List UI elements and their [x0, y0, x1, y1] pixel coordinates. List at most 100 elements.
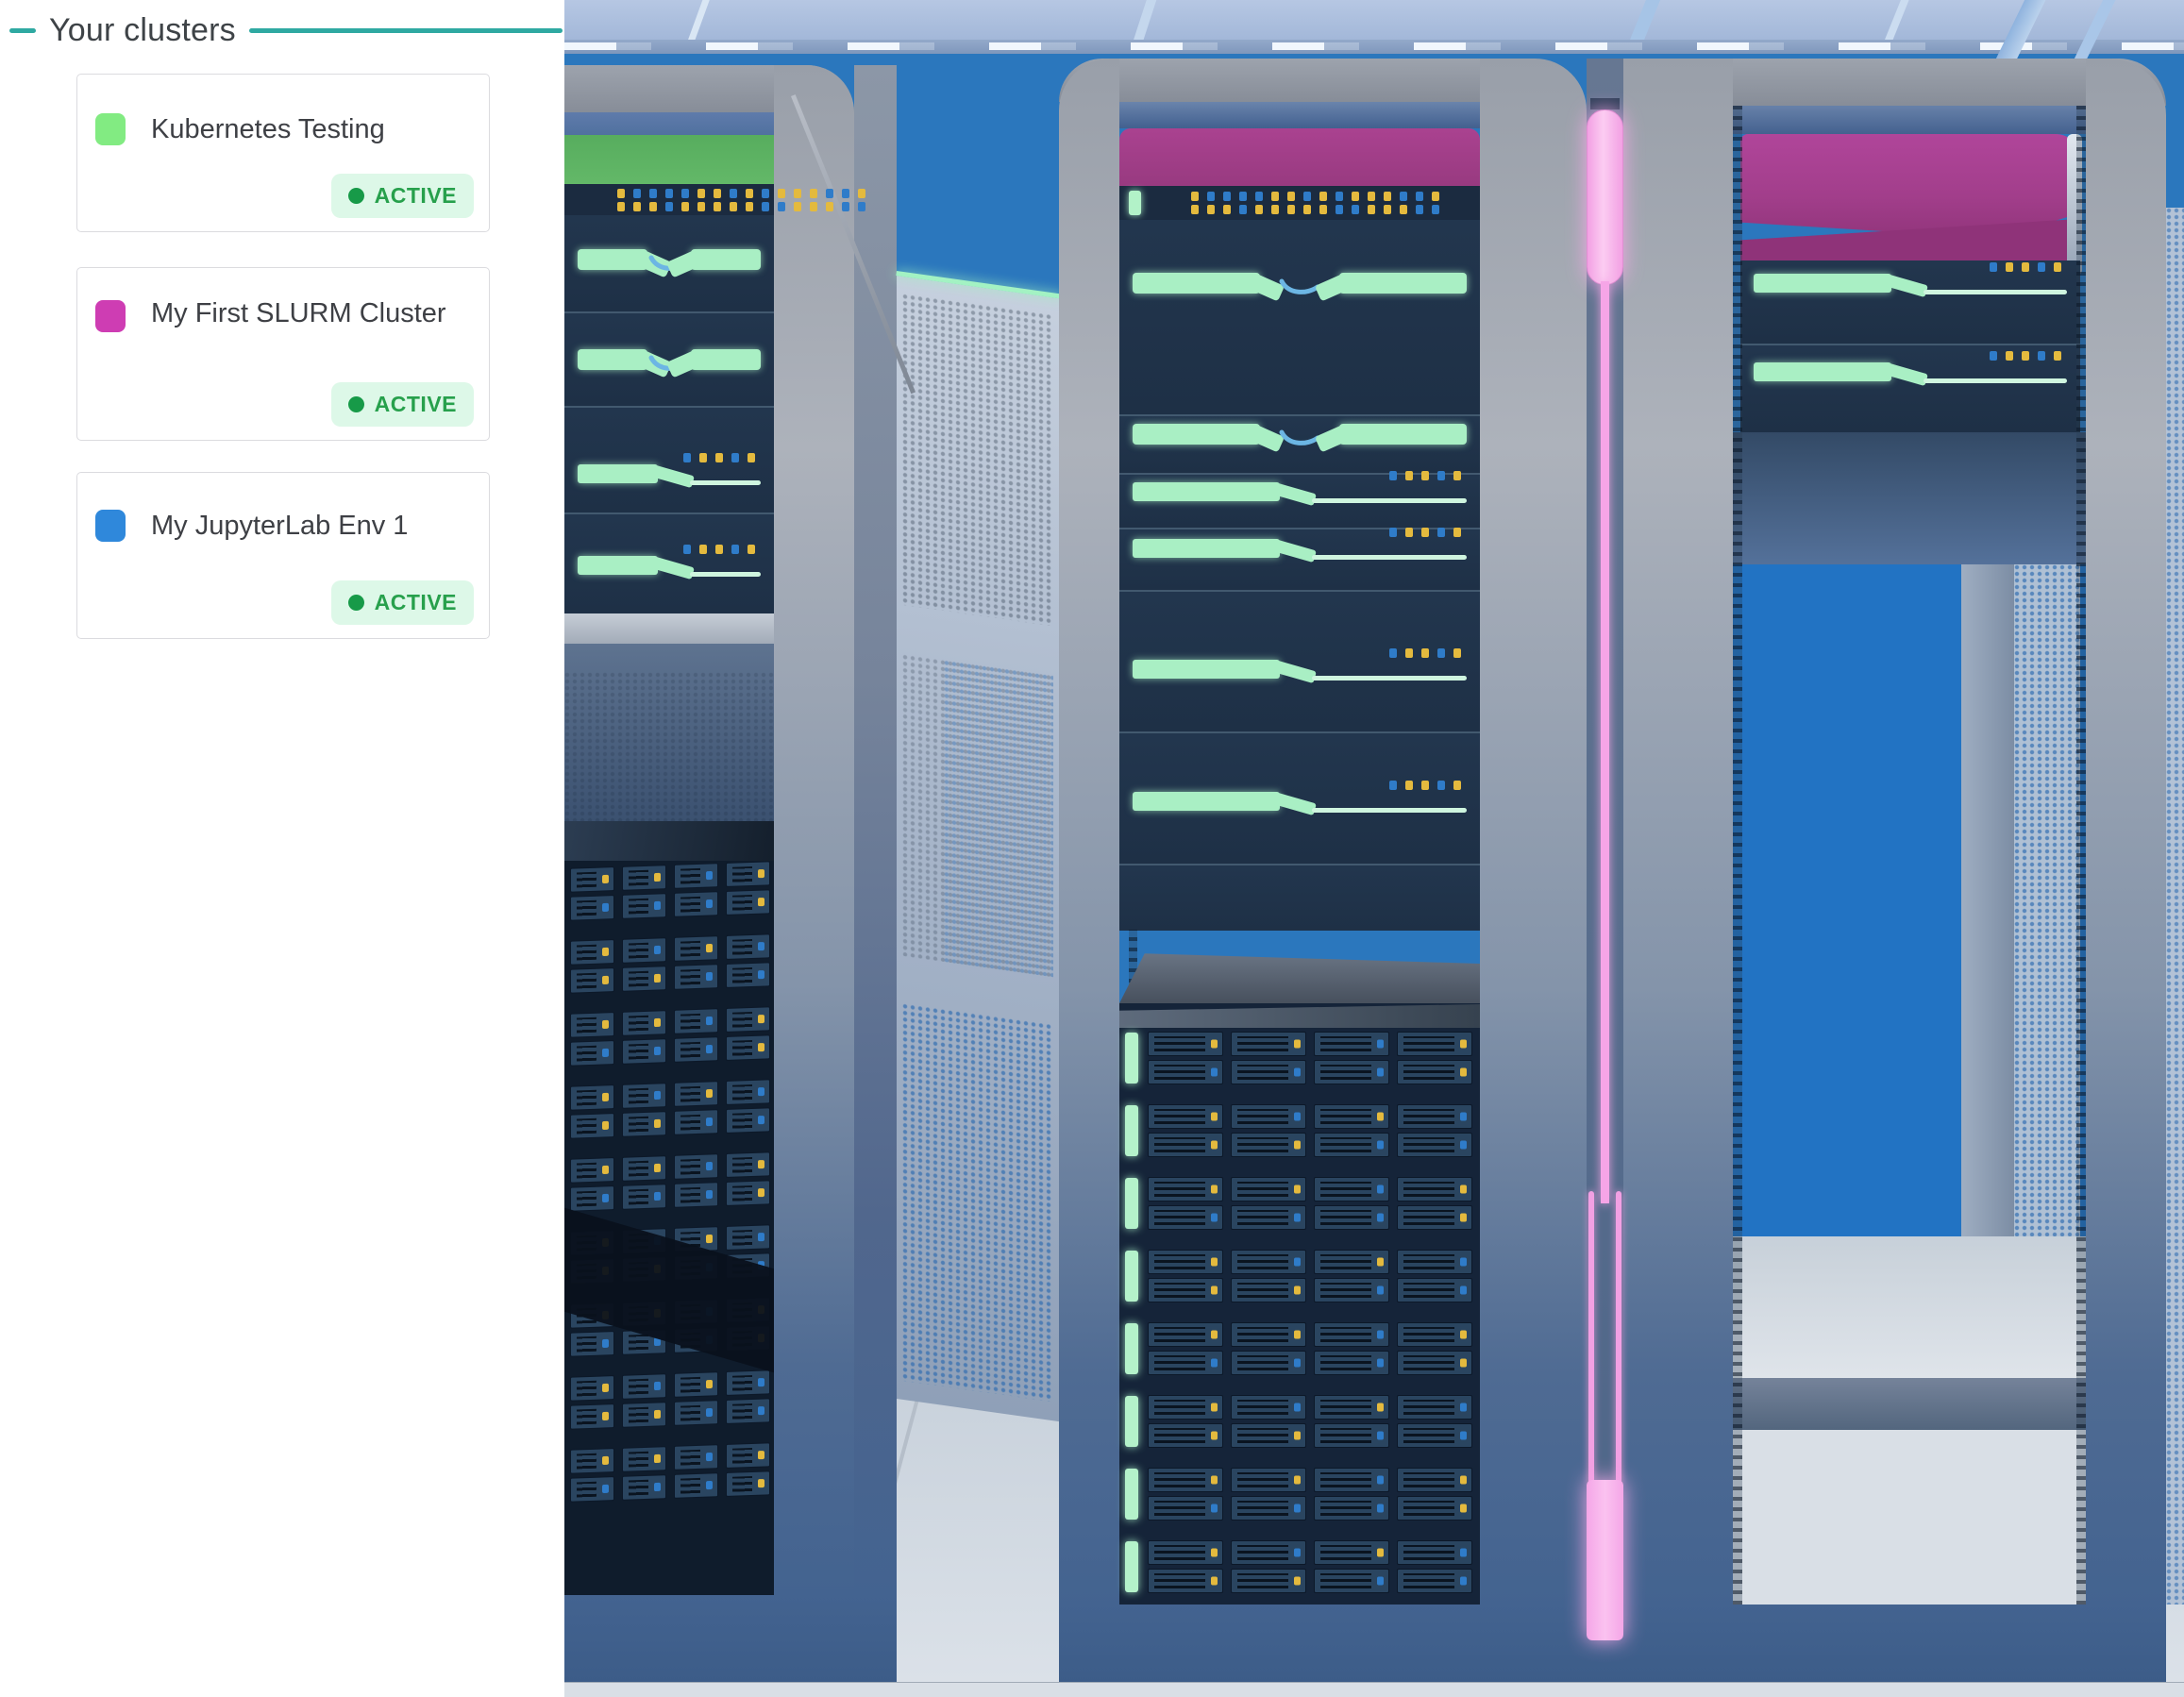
led-pair: [1400, 192, 1407, 214]
led-pair: [1255, 192, 1263, 214]
cluster-name: My First SLURM Cluster: [151, 298, 446, 328]
drawer-unit: [622, 1155, 666, 1182]
led-pair: [842, 188, 849, 211]
server-panel: [564, 313, 774, 408]
cluster-name: Kubernetes Testing: [151, 114, 385, 144]
drawer-unit: [622, 1402, 666, 1428]
status-dot-icon: [347, 595, 364, 611]
sidebar-heading-row: Your clusters: [9, 8, 563, 53]
rack-top-band-green: [564, 135, 774, 184]
server-panel-stack: [1119, 220, 1480, 931]
drawer-unit: [1231, 1177, 1306, 1201]
cluster-name: My JupyterLab Env 1: [151, 511, 409, 541]
drawer-unit: [570, 1476, 614, 1503]
drawer-unit: [1314, 1278, 1389, 1302]
heading-rule: [248, 27, 563, 33]
drawer-unit: [622, 865, 666, 891]
drawer-unit: [1314, 1395, 1389, 1420]
led-pair: [1207, 192, 1215, 214]
drawer-unit: [1397, 1177, 1472, 1201]
drawer-unit: [1314, 1177, 1389, 1201]
drawer-unit: [1397, 1322, 1472, 1347]
rack-frame-column: [2086, 59, 2166, 1606]
drawer-unit: [1231, 1104, 1306, 1129]
drawer-unit: [570, 895, 614, 921]
drawer-group-pill: [1125, 1396, 1138, 1447]
drawer-unit: [674, 1444, 718, 1470]
drawer-group-pill: [1125, 1033, 1138, 1084]
status-label: ACTIVE: [374, 183, 457, 208]
led-pair: [1368, 192, 1375, 214]
status-dot-icon: [347, 396, 364, 412]
rack-side-column: [854, 65, 897, 1595]
drawer-unit: [622, 1474, 666, 1501]
perforated-panel: [897, 276, 1059, 1422]
led-pair: [1319, 192, 1327, 214]
drawer-unit: [1397, 1032, 1472, 1056]
drawer-unit: [726, 1224, 770, 1251]
server-panel: [564, 514, 774, 613]
server-panel: [1119, 220, 1480, 416]
pole-stem: [1601, 281, 1609, 1203]
datacenter-3d-view[interactable]: [564, 0, 2184, 1697]
drawer-unit: [674, 1153, 718, 1180]
drawer-unit: [674, 964, 718, 990]
led-pair: [681, 188, 689, 211]
drawer-unit: [622, 1373, 666, 1400]
drawer-unit: [570, 967, 614, 994]
drawer-unit: [1231, 1395, 1306, 1420]
rack-top-band-magenta: [1119, 128, 1480, 186]
led-pair: [697, 188, 705, 211]
led-pair: [1303, 192, 1311, 214]
drawer-unit: [1397, 1205, 1472, 1230]
rack-shelf: [564, 613, 774, 644]
drawer-unit: [726, 1006, 770, 1033]
drawer-unit: [1148, 1278, 1223, 1302]
drawer-unit: [1231, 1351, 1306, 1375]
status-dot-icon: [347, 188, 364, 204]
drawer-unit: [726, 889, 770, 916]
drawer-unit: [674, 1008, 718, 1034]
drawer-unit: [1397, 1496, 1472, 1521]
drawer-unit: [1231, 1569, 1306, 1593]
pole-bracket: [1588, 1191, 1594, 1484]
drawer-group-pill: [1125, 1469, 1138, 1520]
corridor-wall: [1961, 564, 2014, 1236]
led-pair: [826, 188, 833, 211]
drawer-unit: [570, 1040, 614, 1067]
status-badge: ACTIVE: [330, 580, 474, 625]
drawer-unit: [1148, 1468, 1223, 1492]
led-pair: [778, 188, 785, 211]
drawer-unit: [1314, 1205, 1389, 1230]
drawer-unit: [622, 1010, 666, 1036]
drawer-unit: [726, 962, 770, 988]
drawer-unit: [1397, 1569, 1472, 1593]
drawer-unit: [1397, 1468, 1472, 1492]
drawer-unit: [1397, 1278, 1472, 1302]
cluster-card-jupyterlab[interactable]: My JupyterLab Env 1 ACTIVE: [76, 472, 490, 639]
pole-bracket: [1616, 1191, 1621, 1484]
led-pair: [730, 188, 737, 211]
drawer-unit: [1148, 1133, 1223, 1157]
cluster-card-kubernetes-testing[interactable]: Kubernetes Testing ACTIVE: [76, 74, 490, 232]
status-label: ACTIVE: [374, 392, 457, 416]
cabinet-top: [564, 821, 774, 861]
drawer-unit: [1148, 1496, 1223, 1521]
drawer-unit: [622, 1184, 666, 1210]
perforated-panel: [2014, 564, 2080, 1236]
rack-glass-reflection: [1733, 106, 2086, 134]
drawer-unit: [674, 891, 718, 917]
drawer-unit: [1148, 1569, 1223, 1593]
drawer-group-pill: [1125, 1323, 1138, 1374]
green-indicator-pill: [1129, 191, 1141, 215]
drawer-unit: [726, 1034, 770, 1061]
drawer-unit: [1231, 1060, 1306, 1084]
distant-floor: [1733, 1430, 2086, 1605]
cluster-color-swatch: [95, 510, 126, 542]
drawer-unit: [1314, 1569, 1389, 1593]
pole-top-capsule: [1587, 109, 1623, 285]
cluster-card-slurm[interactable]: My First SLURM Cluster ACTIVE: [76, 267, 490, 441]
drawer-unit: [1397, 1133, 1472, 1157]
drawer-unit: [1148, 1395, 1223, 1420]
drawer-unit: [726, 1079, 770, 1105]
